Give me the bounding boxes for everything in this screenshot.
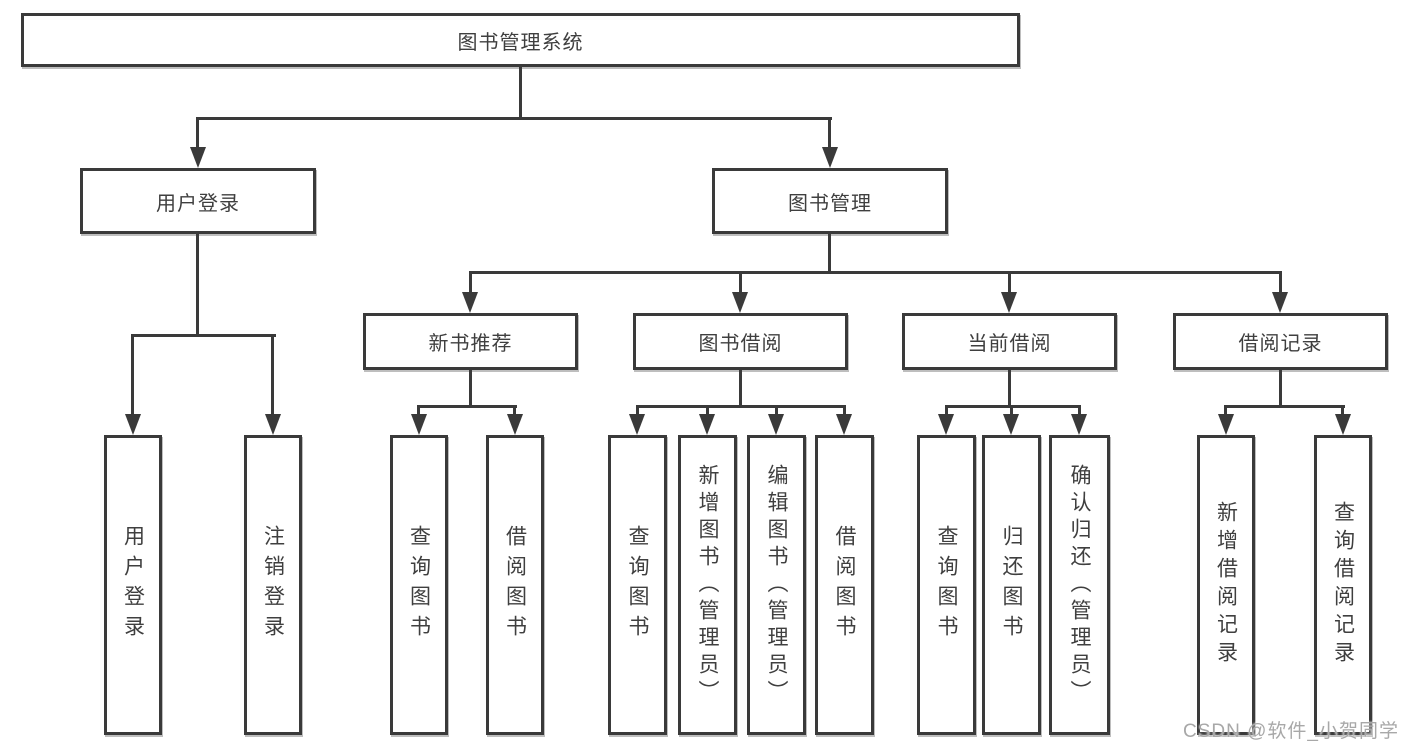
connector-line bbox=[739, 370, 742, 407]
leaf-query-books-current: 查询图书 bbox=[917, 435, 976, 735]
node-label: 图书管理系统 bbox=[457, 31, 584, 54]
node-book-management: 图书管理 bbox=[712, 168, 948, 234]
node-user-login: 用户登录 bbox=[80, 168, 316, 234]
arrow-down-icon bbox=[938, 414, 954, 435]
connector-line bbox=[131, 334, 276, 337]
connector-line bbox=[739, 273, 742, 295]
leaf-borrow-books: 借阅图书 bbox=[815, 435, 874, 735]
connector-line bbox=[417, 405, 517, 408]
connector-line bbox=[196, 117, 832, 120]
leaf-borrow-books-recommend: 借阅图书 bbox=[486, 435, 544, 735]
node-label: 新书推荐 bbox=[428, 333, 513, 355]
leaf-label: 查询图书 bbox=[935, 525, 958, 645]
arrow-down-icon bbox=[1335, 414, 1351, 435]
connector-line bbox=[1078, 407, 1081, 417]
connector-line bbox=[469, 370, 472, 407]
leaf-label: 查询图书 bbox=[407, 525, 431, 645]
connector-line bbox=[196, 234, 199, 337]
leaf-label: 确认归还（管理员） bbox=[1068, 463, 1091, 707]
connector-line bbox=[636, 407, 639, 417]
arrow-down-icon bbox=[411, 414, 427, 435]
connector-line bbox=[1279, 273, 1282, 295]
leaf-return-books: 归还图书 bbox=[982, 435, 1041, 735]
arrow-down-icon bbox=[265, 414, 281, 435]
node-label: 借阅记录 bbox=[1238, 333, 1323, 355]
node-label: 当前借阅 bbox=[967, 333, 1052, 355]
connector-line bbox=[417, 407, 420, 417]
arrow-down-icon bbox=[836, 414, 852, 435]
leaf-add-book-admin: 新增图书（管理员） bbox=[678, 435, 737, 735]
leaf-edit-book-admin: 编辑图书（管理员） bbox=[747, 435, 806, 735]
leaf-label: 新增图书（管理员） bbox=[696, 463, 719, 707]
connector-line bbox=[469, 273, 472, 295]
node-label: 图书管理 bbox=[788, 192, 872, 215]
leaf-label: 归还图书 bbox=[1000, 525, 1023, 645]
connector-line bbox=[945, 405, 1081, 408]
connector-line bbox=[271, 336, 274, 417]
arrow-down-icon bbox=[1071, 414, 1087, 435]
leaf-query-books-recommend: 查询图书 bbox=[390, 435, 448, 735]
arrow-down-icon bbox=[699, 414, 715, 435]
connector-line bbox=[1008, 273, 1011, 295]
leaf-label: 查询借阅记录 bbox=[1331, 501, 1355, 669]
connector-line bbox=[519, 67, 522, 119]
connector-line bbox=[1279, 370, 1282, 407]
leaf-add-borrow-record: 新增借阅记录 bbox=[1197, 435, 1255, 735]
connector-line bbox=[945, 407, 948, 417]
connector-line bbox=[196, 119, 199, 150]
node-label: 用户登录 bbox=[156, 192, 240, 215]
arrow-down-icon bbox=[768, 414, 784, 435]
connector-line bbox=[828, 119, 831, 150]
node-label: 图书借阅 bbox=[698, 333, 783, 355]
connector-line bbox=[1224, 405, 1345, 408]
leaf-query-books-borrow: 查询图书 bbox=[608, 435, 667, 735]
csdn-watermark: CSDN @软件_小贺同学 bbox=[1183, 721, 1399, 742]
leaf-label: 新增借阅记录 bbox=[1214, 501, 1238, 669]
connector-line bbox=[843, 407, 846, 417]
leaf-user-login: 用户登录 bbox=[104, 435, 162, 735]
connector-line bbox=[1224, 407, 1227, 417]
leaf-label: 查询图书 bbox=[626, 525, 649, 645]
arrow-down-icon bbox=[190, 147, 206, 168]
connector-line bbox=[706, 407, 709, 417]
connector-line bbox=[1008, 370, 1011, 407]
leaf-label: 用户登录 bbox=[121, 525, 145, 645]
node-book-borrow: 图书借阅 bbox=[633, 313, 848, 370]
arrow-down-icon bbox=[629, 414, 645, 435]
connector-line bbox=[513, 407, 516, 417]
connector-line bbox=[828, 234, 831, 273]
arrow-down-icon bbox=[732, 292, 748, 313]
arrow-down-icon bbox=[822, 147, 838, 168]
arrow-down-icon bbox=[1003, 414, 1019, 435]
connector-line bbox=[1341, 407, 1344, 417]
arrow-down-icon bbox=[1001, 292, 1017, 313]
leaf-label: 注销登录 bbox=[261, 525, 285, 645]
leaf-label: 借阅图书 bbox=[503, 525, 527, 645]
node-library-system: 图书管理系统 bbox=[21, 13, 1020, 67]
leaf-query-borrow-record: 查询借阅记录 bbox=[1314, 435, 1372, 735]
node-borrow-records: 借阅记录 bbox=[1173, 313, 1388, 370]
leaf-label: 借阅图书 bbox=[833, 525, 856, 645]
connector-line bbox=[1010, 407, 1013, 417]
arrow-down-icon bbox=[125, 414, 141, 435]
connector-line bbox=[131, 336, 134, 417]
node-new-book-recommend: 新书推荐 bbox=[363, 313, 578, 370]
arrow-down-icon bbox=[1272, 292, 1288, 313]
connector-line bbox=[636, 405, 846, 408]
arrow-down-icon bbox=[507, 414, 523, 435]
leaf-confirm-return-admin: 确认归还（管理员） bbox=[1049, 435, 1110, 735]
leaf-logout: 注销登录 bbox=[244, 435, 302, 735]
connector-line bbox=[469, 271, 1282, 274]
connector-line bbox=[775, 407, 778, 417]
node-current-borrow: 当前借阅 bbox=[902, 313, 1117, 370]
arrow-down-icon bbox=[462, 292, 478, 313]
leaf-label: 编辑图书（管理员） bbox=[765, 463, 788, 707]
arrow-down-icon bbox=[1218, 414, 1234, 435]
